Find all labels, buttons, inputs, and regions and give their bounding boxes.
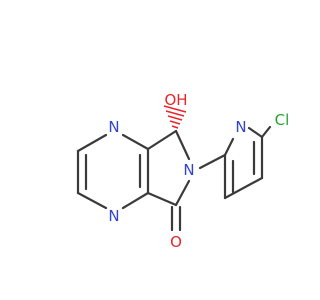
- atom-n-pyrazine-bottom: N: [108, 207, 119, 225]
- atom-n-pyridine: N: [235, 118, 246, 136]
- bond-c3-c7: [146, 129, 178, 151]
- bond-n-lactam-c-carbonyl: [174, 179, 191, 207]
- molecule-structure: N N N N OH O Cl: [76, 91, 289, 251]
- bond-n-bottom-c4: [121, 191, 150, 210]
- bond-c-carbonyl-c4: [146, 191, 178, 207]
- bond-py-n-c6: [247, 126, 264, 139]
- bond-py-c5-cl: [260, 125, 272, 139]
- bond-n-top-c3: [121, 133, 150, 151]
- atom-chlorine: Cl: [275, 111, 290, 129]
- bonds: [76, 105, 272, 232]
- bond-c2-n-bottom: [76, 191, 108, 210]
- atom-labels: N N N N OH O Cl: [108, 91, 289, 251]
- bond-c7-n-lactam: [174, 129, 191, 161]
- bond-py-c5-c4: [223, 176, 264, 200]
- bond-py-c2-n: [223, 137, 235, 157]
- atom-carbonyl-o: O: [170, 233, 182, 251]
- hashed-wedge-bond: [163, 105, 187, 129]
- atom-n-lactam: N: [183, 161, 194, 179]
- atom-n-pyrazine-top: N: [108, 118, 119, 136]
- bond-n-lactam-pyridine: [198, 153, 227, 170]
- bond-c1-n-top: [76, 133, 108, 153]
- atom-hydroxyl: OH: [164, 91, 187, 109]
